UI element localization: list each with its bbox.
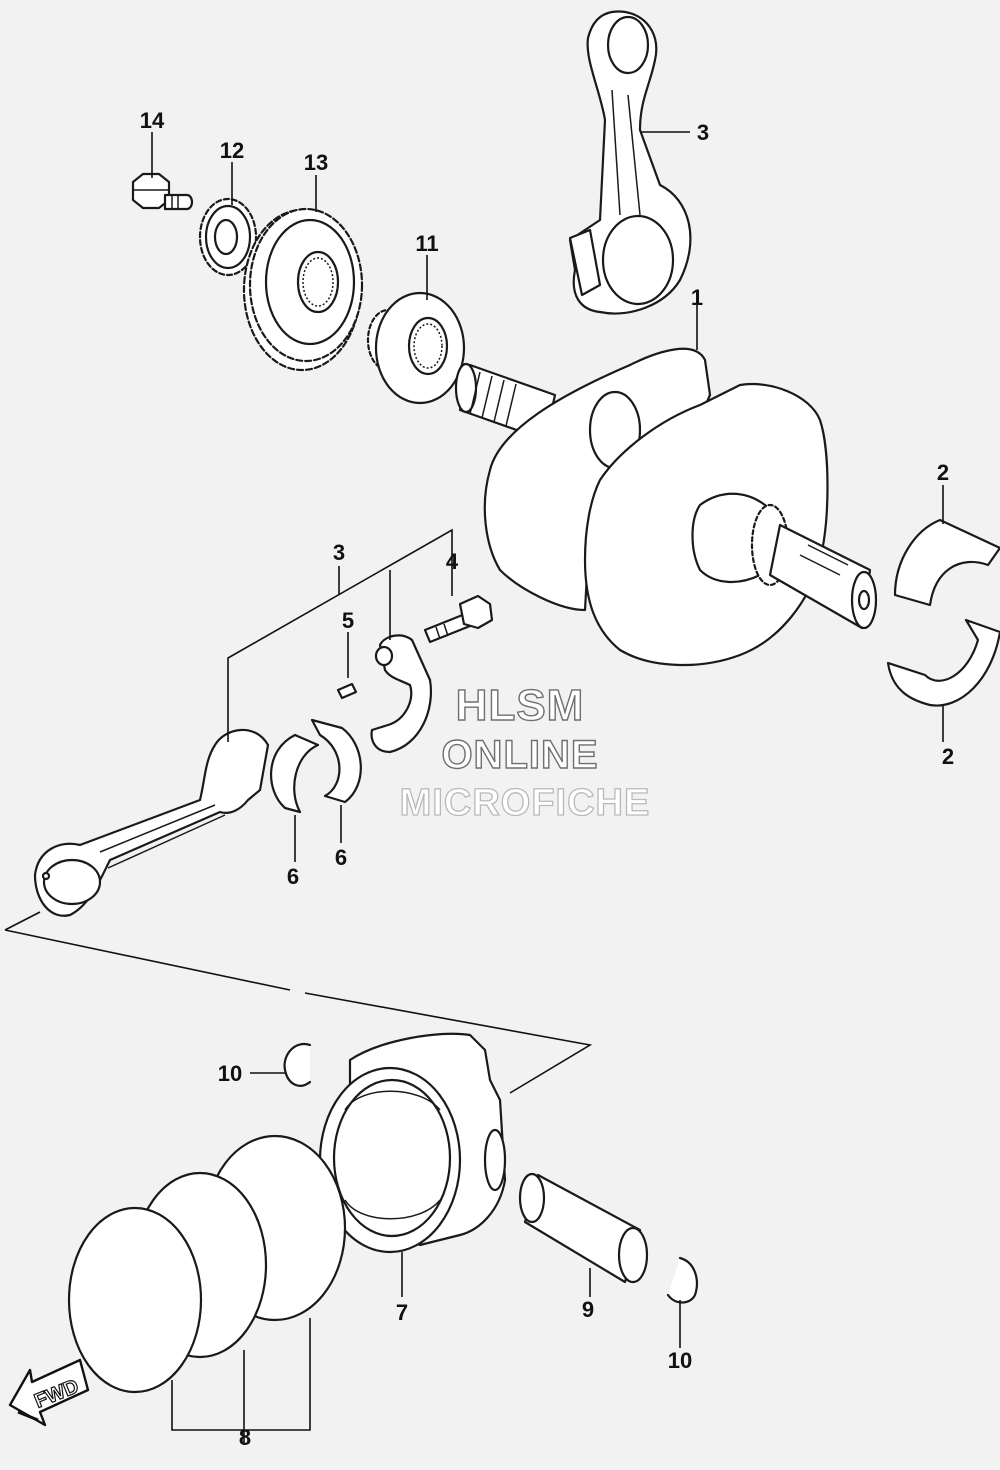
callout-5[interactable]: 5 [342, 608, 354, 633]
callout-11[interactable]: 11 [415, 231, 438, 256]
conrod-bearing-6b[interactable] [310, 718, 362, 804]
callout-10-left[interactable]: 10 [218, 1061, 242, 1086]
fwd-arrow: FWD [8, 1358, 90, 1427]
connecting-rod-top[interactable] [568, 10, 692, 315]
piston-rings-8[interactable] [67, 1134, 347, 1394]
callout-12[interactable]: 12 [220, 138, 244, 163]
small-gear-12[interactable] [198, 197, 258, 277]
callout-8[interactable]: 8 [239, 1425, 251, 1450]
callout-2-upper[interactable]: 2 [937, 460, 949, 485]
leader-lines [4, 131, 944, 1445]
callout-3-group[interactable]: 3 [333, 540, 345, 565]
callout-labels: 14 12 13 11 3 1 2 2 3 4 5 6 6 10 10 7 9 … [140, 108, 954, 1450]
piston-pin-9[interactable] [518, 1172, 649, 1284]
conrod-bearing-6a[interactable] [269, 733, 320, 814]
watermark: HLSM ONLINE MICROFICHE [399, 680, 651, 824]
callout-4[interactable]: 4 [446, 549, 459, 574]
callout-6a[interactable]: 6 [287, 864, 299, 889]
callout-2-lower[interactable]: 2 [942, 744, 954, 769]
conrod-cap-3[interactable] [370, 634, 433, 754]
callout-7[interactable]: 7 [396, 1300, 408, 1325]
washer-11[interactable] [366, 291, 466, 405]
circlip-10-left[interactable] [283, 1042, 312, 1087]
bearing-upper-2[interactable] [893, 518, 1000, 607]
watermark-line-2: ONLINE [441, 733, 598, 777]
watermark-line-1: HLSM [456, 681, 585, 730]
connecting-rod-lower[interactable] [33, 728, 270, 917]
callout-9[interactable]: 9 [582, 1297, 594, 1322]
crankshaft-1[interactable] [454, 347, 878, 667]
large-gear-13[interactable] [242, 207, 364, 372]
watermark-line-3: MICROFICHE [400, 782, 651, 824]
bearing-lower-2[interactable] [886, 618, 1000, 707]
callout-1[interactable]: 1 [691, 285, 703, 310]
circlip-10-right[interactable] [666, 1256, 698, 1304]
callout-14[interactable]: 14 [140, 108, 165, 133]
callout-6b[interactable]: 6 [335, 845, 347, 870]
callout-13[interactable]: 13 [304, 150, 328, 175]
dowel-pin-5[interactable] [336, 682, 358, 700]
conrod-bolt-4[interactable] [423, 594, 494, 644]
bolt-14[interactable] [131, 172, 194, 211]
callout-3-top[interactable]: 3 [697, 120, 709, 145]
piston-7[interactable] [318, 1032, 507, 1254]
callout-10-right[interactable]: 10 [668, 1348, 692, 1373]
